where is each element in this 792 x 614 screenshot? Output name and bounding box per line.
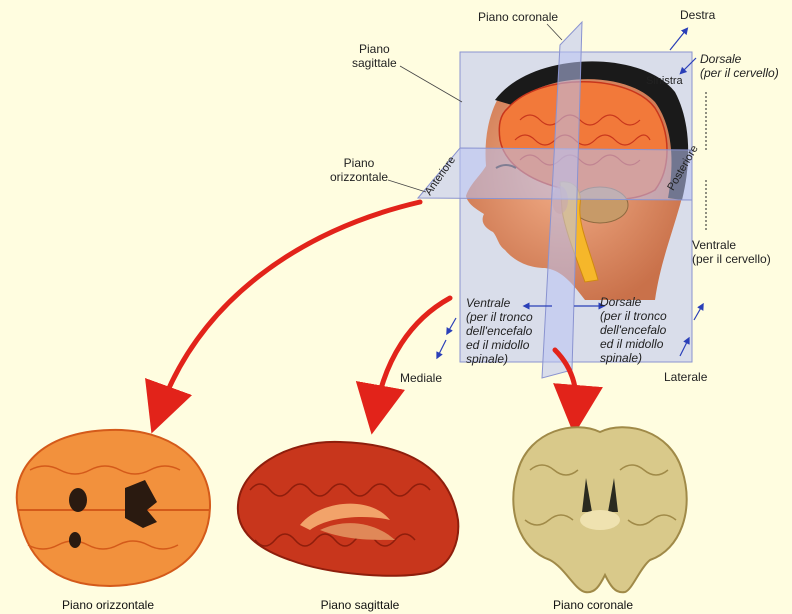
label-ventral-brain: Ventrale (per il cervello) <box>692 238 771 266</box>
label-medial: Mediale <box>400 371 442 385</box>
caption-horizontal-plane: Piano orizzontale <box>23 598 193 612</box>
caption-coronal-plane: Piano coronale <box>508 598 678 612</box>
horizontal-section-image <box>17 430 210 586</box>
sagittal-section-image <box>238 442 458 576</box>
label-ventral-brainstem: Ventrale (per il tronco dell'encefalo ed… <box>466 296 533 366</box>
label-horizontal-plane: Piano orizzontale <box>330 156 388 184</box>
label-sagittal-plane: Piano sagittale <box>352 42 397 70</box>
label-dorsal-brainstem: Dorsale (per il tronco dell'encefalo ed … <box>600 295 667 365</box>
label-dorsal-brain: Dorsale (per il cervello) <box>700 52 779 80</box>
coronal-section-image <box>513 427 686 592</box>
caption-sagittal-plane: Piano sagittale <box>275 598 445 612</box>
arrow-to-horizontal-section <box>160 202 420 410</box>
label-coronal-plane: Piano coronale <box>478 10 558 24</box>
label-lateral: Laterale <box>664 370 707 384</box>
label-right: Destra <box>680 8 715 22</box>
label-left: Sinistra <box>646 74 683 88</box>
